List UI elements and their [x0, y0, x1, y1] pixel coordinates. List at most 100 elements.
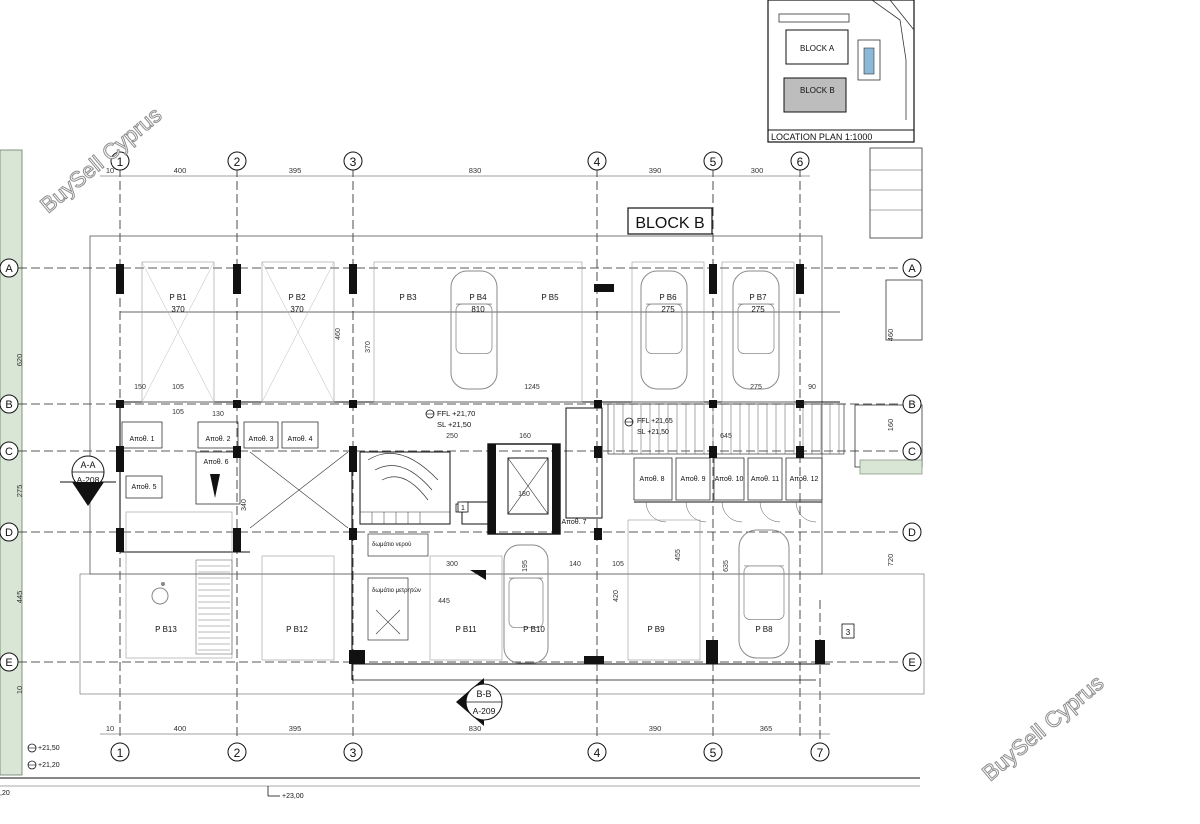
- location-plan-title: LOCATION PLAN 1:1000: [771, 132, 872, 142]
- parking-bay-label: P B12: [286, 625, 308, 634]
- grid-label-right: E: [908, 657, 915, 669]
- parking-bays-top: [141, 261, 795, 403]
- car-icon: [738, 529, 790, 659]
- car-icon: [450, 270, 498, 390]
- column: [584, 656, 604, 664]
- column: [709, 400, 717, 408]
- ramp-hatch: [607, 403, 845, 455]
- column: [594, 284, 614, 292]
- parking-bay-label: P B4: [469, 293, 487, 302]
- column: [116, 264, 124, 294]
- left-strip: [0, 149, 23, 776]
- location-block-b: [783, 77, 847, 113]
- grid-label-bottom: 4: [594, 746, 601, 760]
- dim-top: 400: [174, 166, 187, 175]
- dim-inner: 445: [438, 598, 450, 605]
- watermark-bottom-right: BuySell Cyprus: [977, 670, 1108, 786]
- dim-right: 160: [886, 419, 895, 432]
- column: [552, 444, 560, 534]
- grid-bubble-left: [0, 258, 19, 278]
- accessible-bay: [125, 511, 701, 661]
- car-body: [732, 270, 780, 390]
- marker-1-box: [457, 501, 469, 513]
- dim-inner: 645: [720, 433, 732, 440]
- dim-bottom: 365: [760, 724, 773, 733]
- dim-top: 390: [649, 166, 662, 175]
- dim-top: 300: [751, 166, 764, 175]
- dim-bottom: 400: [174, 724, 187, 733]
- dim-inner: 180: [518, 491, 530, 498]
- car-body: [738, 529, 790, 659]
- grid-bubble-right: [902, 441, 922, 461]
- grid-label-right: A: [908, 263, 916, 275]
- sl-level-1: SL +21,50: [437, 420, 471, 429]
- column: [594, 446, 602, 458]
- grid-label-left: D: [5, 527, 13, 539]
- location-block-a-label: BLOCK A: [800, 44, 835, 53]
- column: [796, 264, 804, 294]
- storage-left: [121, 421, 349, 529]
- section-marker-aa: A-A A-208: [60, 455, 116, 506]
- grid-bubble-top: [587, 151, 607, 171]
- dim-left: 445: [15, 591, 24, 604]
- dim-inner: 460: [335, 328, 342, 340]
- grid-label-top: 2: [234, 155, 241, 169]
- car-icon: [640, 270, 688, 390]
- parking-bay-dim: 370: [290, 305, 304, 314]
- meter-room-label: δωμάτιο μετρητών: [372, 587, 421, 594]
- section-aa-ref: A-208: [77, 475, 100, 485]
- section-marker-bb: B-B A-209: [456, 678, 503, 726]
- grid-bubble-right: [902, 652, 922, 672]
- dim-inner: 635: [723, 560, 730, 572]
- neighbour-structure: [854, 147, 923, 475]
- dim-top: 10: [106, 166, 114, 175]
- dim-inner: 420: [613, 590, 620, 602]
- storage-label: Αποθ. 4: [288, 436, 313, 443]
- dim-inner: 150: [134, 384, 146, 391]
- parking-bay-label: P B1: [169, 293, 187, 302]
- column: [233, 446, 241, 458]
- dim-bottom: 10: [106, 724, 114, 733]
- grid-label-left: B: [5, 399, 12, 411]
- grid-bubble-top: [703, 151, 723, 171]
- grid-bubble-right: [902, 394, 922, 414]
- column: [815, 640, 825, 664]
- dim-left: 620: [15, 354, 24, 367]
- column: [349, 264, 357, 294]
- column: [349, 400, 357, 408]
- grid-bubble-bottom: [343, 742, 363, 762]
- storage-label: Αποθ. 12: [790, 476, 819, 483]
- parking-bay-dim: 275: [661, 305, 675, 314]
- elevation-3: +23,00: [282, 793, 304, 800]
- parking-bay-label: P B13: [155, 625, 177, 634]
- grid-bubble-bottom: [703, 742, 723, 762]
- elevation-1: +21,50: [38, 745, 60, 752]
- car-body: [503, 544, 549, 664]
- grid-label-bottom: 2: [234, 746, 241, 760]
- parking-bay-label: P B6: [659, 293, 677, 302]
- grid-label-top: 3: [350, 155, 357, 169]
- location-plan: BLOCK A BLOCK B LOCATION PLAN 1:1000: [767, 0, 915, 143]
- column: [594, 400, 602, 408]
- marker-3: 3: [846, 628, 851, 637]
- parking-bay-label: P B7: [749, 293, 767, 302]
- column: [488, 444, 496, 534]
- car-icon: [732, 270, 780, 390]
- parking-bay-dim: 810: [471, 305, 485, 314]
- sl-level-2: SL +21,50: [637, 429, 669, 436]
- dim-top: 395: [289, 166, 302, 175]
- grid-bubble-bottom: [110, 742, 130, 762]
- dim-left: 275: [15, 485, 24, 498]
- storage-label: Αποθ. 5: [132, 484, 157, 491]
- dim-inner: 90: [808, 384, 816, 391]
- column: [594, 528, 602, 540]
- dim-inner: 160: [519, 433, 531, 440]
- storage-label: Αποθ. 10: [715, 476, 744, 483]
- parking-bay-label: P B10: [523, 625, 545, 634]
- storage-label: Αποθ. 9: [681, 476, 706, 483]
- ffl-level-1: FFL +21,70: [437, 409, 475, 418]
- dim-inner: 1245: [524, 384, 540, 391]
